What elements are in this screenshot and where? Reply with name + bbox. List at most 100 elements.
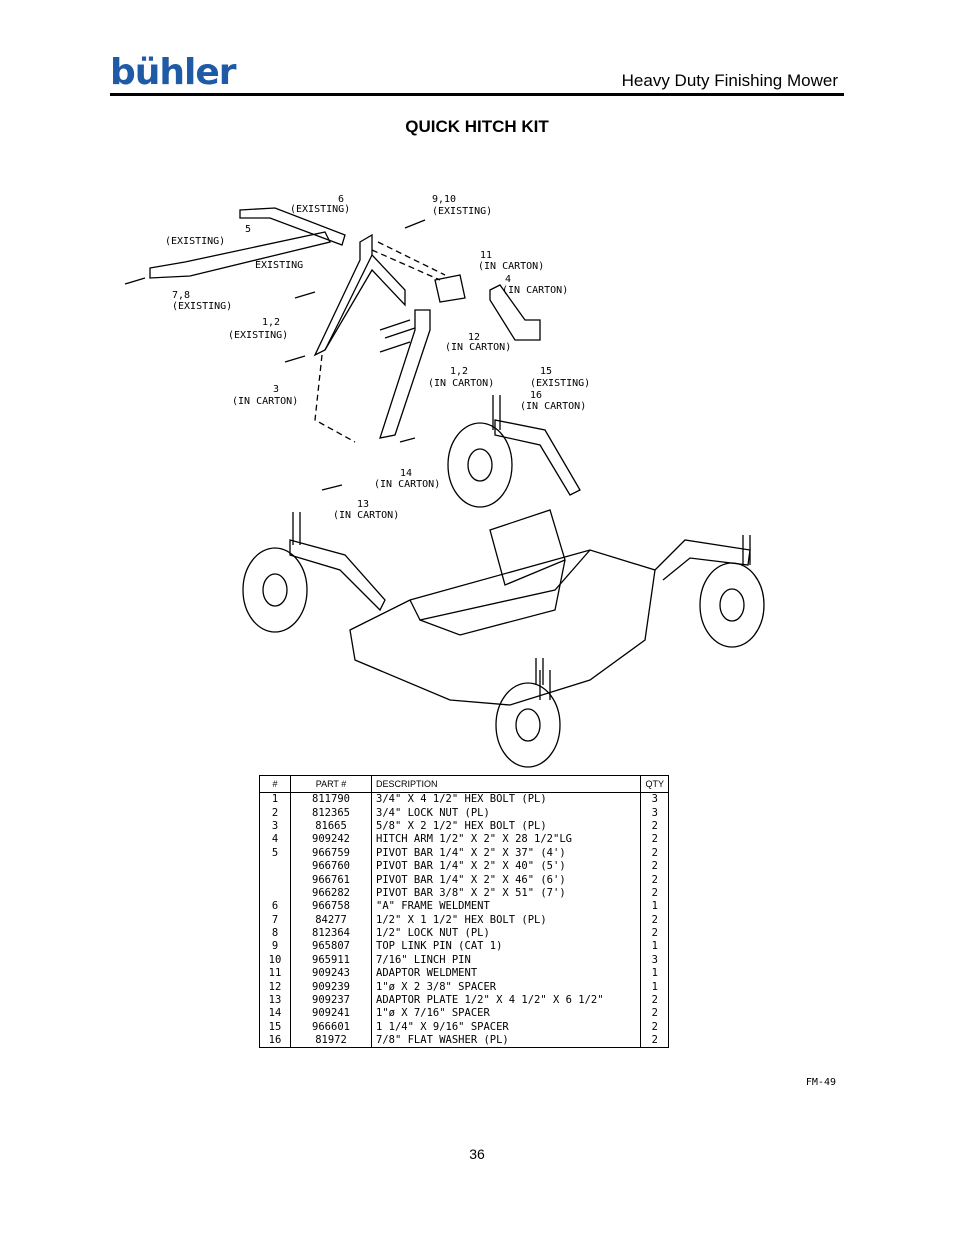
cell-part-number: 909243 [290,967,372,981]
cell-qty: 1 [640,900,669,914]
callout-1-2-existing-num: 1,2 [262,317,280,328]
cell-description: 1"ø X 2 3/8" SPACER [370,980,641,994]
cell-qty: 1 [640,980,669,994]
cell-number [260,873,291,886]
cell-part-number: 909242 [290,833,372,847]
cell-qty: 3 [640,792,669,807]
header-description: DESCRIPTION [370,775,641,793]
cell-description: TOP LINK PIN (CAT 1) [370,940,641,954]
cell-number: 11 [268,967,282,980]
cell-part-number: 909241 [290,1007,372,1021]
callout-13-note: (IN CARTON) [333,510,399,521]
pivot-bar-lower [149,231,331,279]
callout-16-num: 16 [530,390,542,401]
cell-number: 8 [271,927,279,940]
mower-deck [349,549,656,706]
cell-part-number: 812365 [290,806,372,820]
callout-9-10-note: (EXISTING) [432,206,492,217]
cell-number: 2 [271,806,279,819]
cell-part-number: 966759 [290,846,372,860]
cell-number: 15 [268,1020,282,1033]
cell-qty: 3 [640,806,669,820]
cell-description: PIVOT BAR 1/4" X 2" X 37" (4') [370,846,641,860]
callout-1-2-carton-num: 1,2 [450,366,468,377]
cell-number [260,887,291,900]
cell-part-number: 84277 [290,913,372,927]
callout-4-num: 4 [505,274,511,285]
gearbox [489,509,566,586]
cell-description: HITCH ARM 1/2" X 2" X 28 1/2"LG [370,833,641,847]
callout-3-note: (IN CARTON) [232,396,298,407]
callout-5-note: (EXISTING) [165,236,225,247]
cell-number: 13 [268,994,282,1007]
cell-qty: 2 [640,926,669,941]
callout-6-note: (EXISTING) [290,204,350,215]
header-qty: QTY [640,775,669,793]
callout-15-note: (EXISTING) [530,378,590,389]
callout-6-num: 6 [338,194,344,205]
cell-part-number: 966761 [290,873,372,887]
adaptor-weldment [434,274,466,303]
callout-13-num: 13 [357,499,369,510]
header-part-number: PART # [290,775,372,793]
cell-description: 3/4" LOCK NUT (PL) [370,806,641,820]
cell-description: 7/16" LINCH PIN [370,953,641,968]
header-rule [110,93,844,96]
cell-qty: 2 [640,1007,669,1021]
buhler-logo: bühler [110,52,237,93]
cell-part-number: 812364 [290,926,372,941]
cell-qty: 2 [640,846,669,860]
cell-description: 3/4" X 4 1/2" HEX BOLT (PL) [370,792,641,807]
cell-description: PIVOT BAR 1/4" X 2" X 40" (5') [370,859,641,874]
callout-1-2-existing-note: (EXISTING) [228,330,288,341]
section-title: QUICK HITCH KIT [405,117,549,136]
hitch-arm [379,309,431,439]
cell-qty: 2 [640,993,669,1008]
cell-description: ADAPTOR WELDMENT [370,967,641,981]
cell-description: 5/8" X 2 1/2" HEX BOLT (PL) [370,819,641,834]
cell-number: 3 [271,819,279,832]
cell-number [260,860,291,873]
pivot-bar-upper [239,207,346,246]
cell-description: 7/8" FLAT WASHER (PL) [370,1034,641,1048]
quick-hitch-exploded-diagram: 6 (EXISTING) 9,10 (EXISTING) 5 (EXISTING… [124,194,765,768]
cell-number: 9 [271,940,279,953]
cell-description: 1"ø X 7/16" SPACER [370,1007,641,1021]
callout-7-8-note: (EXISTING) [172,301,232,312]
callout-14-num: 14 [400,468,412,479]
wheel-front [495,682,561,768]
callout-11-note: (IN CARTON) [478,261,544,272]
cell-part-number: 81665 [290,819,372,834]
cell-number: 5 [271,846,279,859]
callout-14-note: (IN CARTON) [374,479,440,490]
cell-description: PIVOT BAR 3/8" X 2" X 51" (7') [370,886,641,901]
cell-part-number: 965911 [290,953,372,968]
callout-5-num: 5 [245,224,251,235]
callout-11-num: 11 [480,250,492,261]
cell-qty: 2 [640,859,669,874]
cell-number: 14 [268,1007,282,1020]
cell-qty: 2 [640,873,669,887]
cell-part-number: 909237 [290,993,372,1008]
cell-number: 7 [271,913,279,926]
cell-part-number: 909239 [290,980,372,994]
callout-9-10-num: 9,10 [432,194,456,205]
cell-part-number: 81972 [290,1034,372,1048]
a-frame [313,233,406,357]
cell-number: 6 [271,900,279,913]
cell-number: 1 [271,793,279,806]
header-number: # [259,775,291,793]
cell-qty: 2 [640,819,669,834]
